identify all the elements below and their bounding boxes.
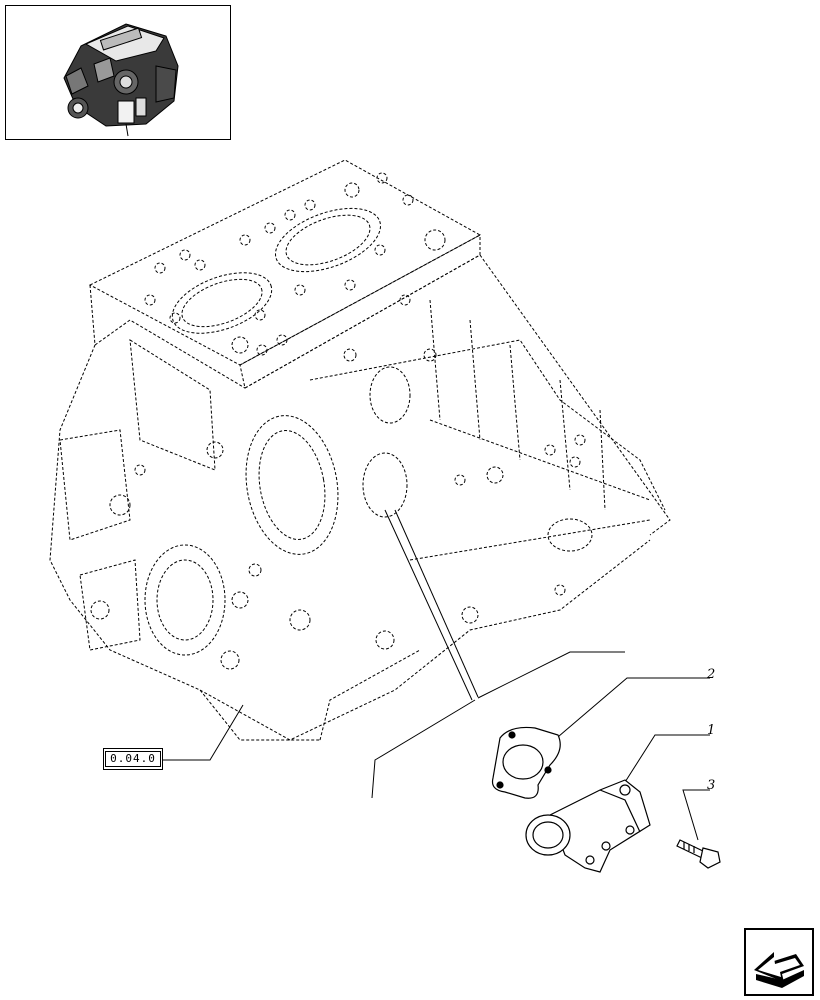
engine-thumbnail-icon bbox=[63, 23, 179, 137]
back-arrow-icon bbox=[754, 952, 804, 988]
back-navigation-button[interactable] bbox=[744, 928, 814, 996]
callout-3: 3 bbox=[707, 778, 716, 793]
callout-2: 2 bbox=[707, 667, 716, 682]
reference-label: 0.04.0 bbox=[105, 751, 161, 767]
callout-1: 1 bbox=[707, 723, 716, 738]
engine-thumbnail bbox=[5, 5, 231, 140]
thermostat-housing-part bbox=[525, 779, 651, 873]
screw-part bbox=[676, 839, 721, 869]
gasket-part bbox=[491, 726, 561, 799]
reference-box[interactable]: 0.04.0 bbox=[103, 748, 163, 770]
